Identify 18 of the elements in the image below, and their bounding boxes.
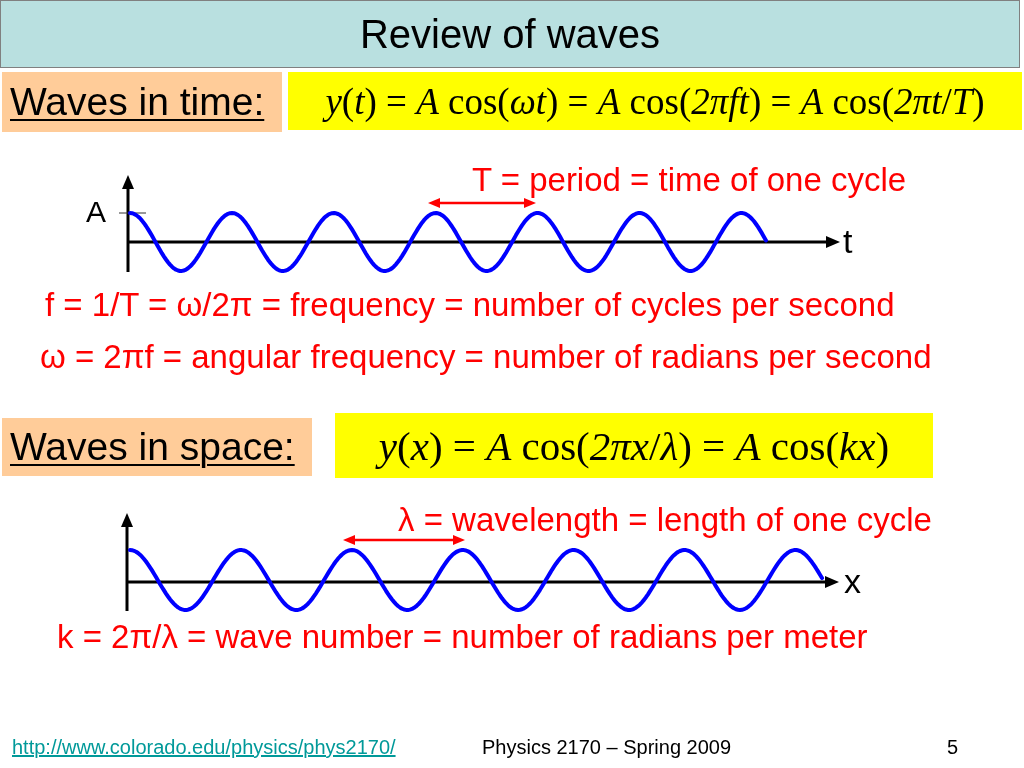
link: http://www.colorado.edu/physics/phys2170/ — [12, 736, 396, 759]
heading-panel — [2, 418, 312, 476]
equation-panel — [288, 72, 1022, 130]
annotation-text: λ = wavelength = length of one cycle — [398, 501, 932, 539]
heading-panel — [2, 72, 282, 132]
axis-label: x — [844, 562, 861, 602]
definition-text: ω = 2πf = angular frequency = number of radians per second — [40, 338, 932, 376]
axis-label: A — [86, 195, 106, 230]
slide-title: Review of waves — [359, 11, 661, 57]
section-heading: Waves in space: — [10, 425, 295, 469]
footer-text: Physics 2170 – Spring 2009 — [482, 736, 732, 759]
page-number: 5 — [947, 736, 959, 759]
equation-panel — [335, 413, 933, 478]
section-heading: Waves in time: — [10, 80, 265, 124]
definition-text: f = 1/T = ω/2π = frequency = number of cycles per second — [45, 286, 895, 324]
annotation-text: T = period = time of one cycle — [472, 161, 907, 199]
axis-label: t — [843, 222, 853, 262]
definition-text: k = 2π/λ = wave number = number of radians per meter — [57, 618, 868, 656]
